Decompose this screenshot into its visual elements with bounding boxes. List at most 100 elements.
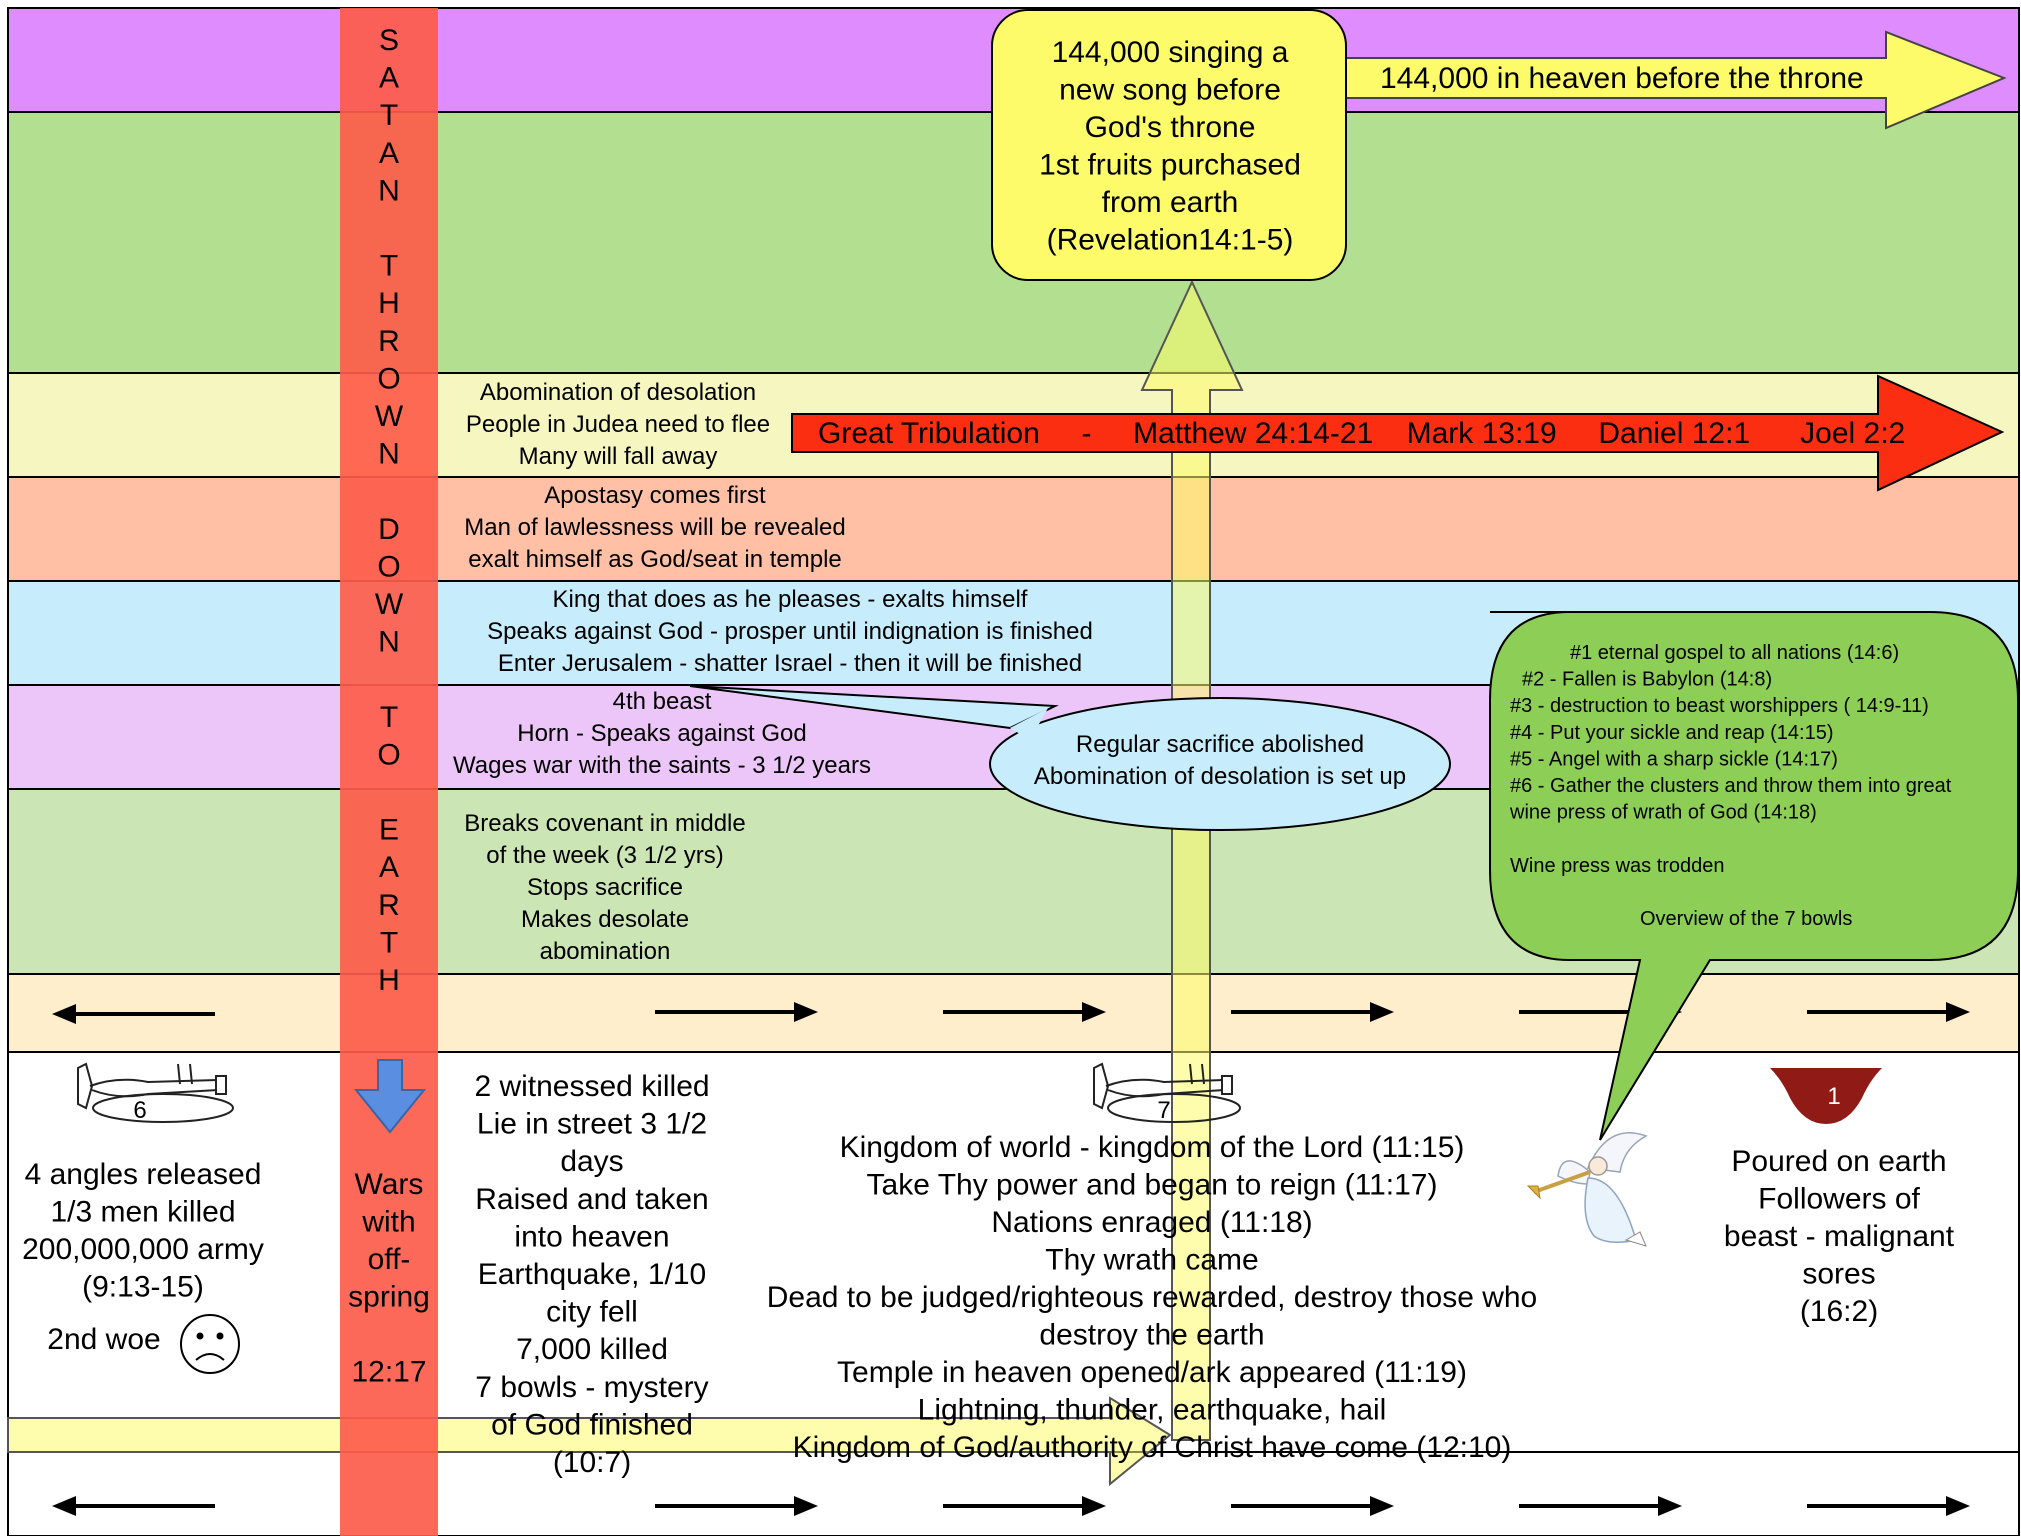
left-arrow-upper [52,1004,215,1024]
satan-letter-line-3: T [380,99,398,132]
trumpet-6-icon [77,1062,234,1123]
trumpet-6-line-2: 1/3 men killed [50,1196,235,1229]
right-arrow-lower-4 [1519,1496,1682,1516]
right-arrow-upper-1 [655,1002,818,1022]
green-bubble-line-9: Wine press was trodden [1510,855,1725,877]
green-bubble-line-4: #4 - Put your sickle and reap (14:15) [1510,722,1834,744]
satan-letter-line-25: T [380,926,398,959]
bowl-1-icon [1770,1068,1882,1124]
satan-letter-line-2: A [379,62,399,95]
trumpet-7-icon [1093,1062,1241,1123]
down-arrow-icon [353,1059,427,1134]
wars-text-line-1: Wars [355,1168,424,1201]
trumpet-6-number: 6 [133,1097,146,1124]
king-line-3: Enter Jerusalem - shatter Israel - then … [498,650,1082,677]
green-bubble-line-2: #2 - Fallen is Babylon (14:8) [1522,669,1772,691]
satan-letter-line-11: W [375,400,404,433]
abomination-line-2: People in Judea need to flee [466,411,770,438]
apostasy-line-3: exalt himself as God/seat in temple [468,546,842,573]
trumpet-7-line-6: destroy the earth [1039,1319,1264,1352]
right-arrow-upper-2 [943,1002,1106,1022]
satan-letter-line-14: D [378,513,400,546]
trumpet-7-line-8: Lightning, thunder, earthquake, hail [918,1394,1387,1427]
king-line-2: Speaks against God - prosper until indig… [487,618,1093,645]
witnesses-line-10: of God finished [491,1408,693,1441]
satan-letter-line-26: H [378,964,400,997]
callout-144000-line-6: (Revelation14:1-5) [1047,224,1294,257]
trumpet-7-line-9: Kingdom of God/authority of Christ have … [793,1431,1512,1464]
satan-letter-line-23: A [379,851,399,884]
heaven-arrow [1345,30,2007,130]
witnesses-line-4: Raised and taken [475,1183,709,1216]
witnesses-line-7: city fell [546,1296,638,1329]
satan-letter-line-5: N [378,174,400,207]
callout-144000-line-2: new song before [1059,74,1281,107]
satan-letter-line-12: N [378,438,400,471]
satan-letter-line-1: S [379,24,399,57]
witnesses-line-8: 7,000 killed [516,1333,668,1366]
witnesses-line-9: 7 bowls - mystery [475,1371,708,1404]
covenant-line-3: Stops sacrifice [527,874,683,901]
green-bubble-line-5: #5 - Angel with a sharp sickle (14:17) [1510,748,1838,770]
apostasy-line-2: Man of lawlessness will be revealed [464,514,846,541]
bowl-1-line-3: beast - malignant [1724,1220,1955,1253]
trumpet-7-line-2: Take Thy power and began to reign (11:17… [867,1169,1438,1202]
covenant-line-5: abomination [540,938,671,965]
satan-letter-line-17: N [378,626,400,659]
wars-text-line-6: 12:17 [351,1356,426,1389]
satan-letter-line-24: R [378,889,400,922]
witnesses-line-2: Lie in street 3 1/2 [477,1108,707,1141]
beast-line-2: Horn - Speaks against God [517,720,807,747]
green-speech-bubble [1489,610,2019,1141]
beast-line-3: Wages war with the saints - 3 1/2 years [453,752,871,779]
callout-144000-line-5: from earth [1102,186,1239,219]
trumpet-6-line-4: (9:13-15) [82,1271,204,1304]
green-bubble-line-3: #3 - destruction to beast worshippers ( … [1510,695,1929,717]
trumpet-7-line-7: Temple in heaven opened/ark appeared (11… [837,1356,1467,1389]
trumpet-7-text: Kingdom of world - kingdom of the Lord (… [767,1131,1538,1464]
satan-thrown-down-column [340,8,438,1536]
witnesses-line-11: (10:7) [553,1446,631,1479]
trumpet-7-line-3: Nations enraged (11:18) [991,1206,1312,1239]
right-arrow-lower-5 [1807,1496,1970,1516]
satan-letter-line-15: O [377,550,400,583]
beast-line-1: 4th beast [613,688,712,715]
right-arrow-upper-5 [1807,1002,1970,1022]
satan-letter-line-10: O [377,362,400,395]
satan-letter-line-20: O [377,738,400,771]
satan-letter-line-16: W [375,588,404,621]
covenant-line-2: of the week (3 1/2 yrs) [486,842,723,869]
right-arrow-lower-3 [1231,1496,1394,1516]
wars-text-line-4: spring [348,1281,430,1314]
satan-letter-line-4: A [379,137,399,170]
timeline-arrows [52,1002,1970,1516]
callout-144000-line-1: 144,000 singing a [1052,36,1289,69]
king-line-1: King that does as he pleases - exalts hi… [553,586,1028,613]
satan-letter-line-22: E [379,814,399,847]
witnesses-line-6: Earthquake, 1/10 [478,1258,707,1291]
blue-speech-bubble [689,685,1451,831]
blue-bubble-line-1: Regular sacrifice abolished [1076,731,1364,758]
blue-bubble-line-2: Abomination of desolation is set up [1034,763,1406,790]
abomination-line-1: Abomination of desolation [480,379,756,406]
king-text: King that does as he pleases - exalts hi… [487,586,1093,677]
bowl-1-line-4: sores [1802,1258,1875,1291]
vertical-yellow-arrow [1140,279,1244,1441]
trumpet-7-number: 7 [1157,1097,1170,1124]
satan-letter-line-19: T [380,701,398,734]
right-arrow-lower-1 [655,1496,818,1516]
witnesses-line-1: 2 witnessed killed [474,1070,709,1103]
bowl-1-line-1: Poured on earth [1731,1145,1946,1178]
satan-letter-line-7: T [380,250,398,283]
